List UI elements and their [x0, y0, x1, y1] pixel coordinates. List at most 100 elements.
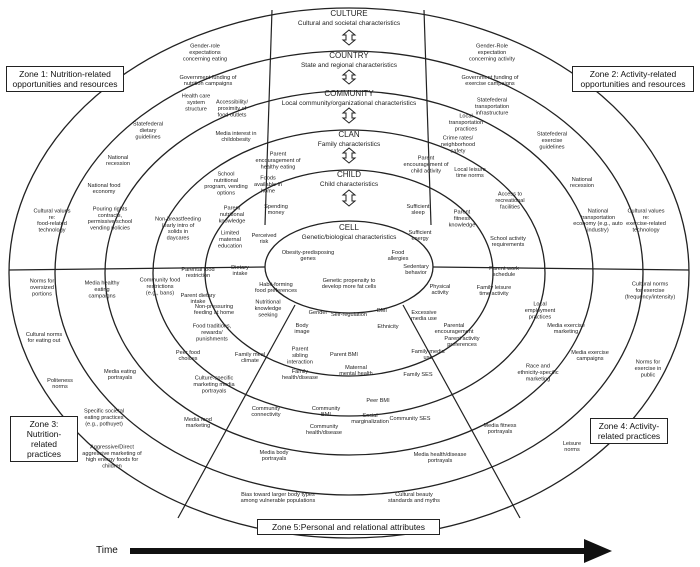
factor-label-l82: Community SES	[389, 416, 430, 422]
sector-dividers	[8, 9, 690, 519]
divider-top-right	[423, 9, 432, 226]
community-title: COMMUNITY	[324, 89, 374, 98]
factor-label-l54: Self-regulation	[331, 312, 367, 318]
divider-top-left	[264, 9, 273, 226]
factor-label-l67: Parent BMI	[330, 352, 358, 358]
time-label: Time	[96, 545, 118, 556]
arrow-child-cell	[341, 189, 357, 207]
divider-bottom-right	[402, 304, 521, 519]
factor-label-l53: Gender	[309, 310, 328, 316]
factor-label-l60: Food traditions,rewards/punishments	[193, 324, 232, 343]
country-subtitle: State and regional characteristics	[301, 62, 398, 69]
child-title: CHILD	[337, 170, 361, 179]
factor-label-l74: Family SES	[403, 372, 432, 378]
clan-title: CLAN	[338, 130, 360, 139]
time-arrow	[130, 539, 612, 563]
community-ring	[104, 90, 594, 456]
arrow-country-community	[341, 69, 357, 85]
layer-arrows	[341, 29, 357, 207]
culture-ring	[8, 7, 690, 539]
clan-ring	[152, 129, 546, 417]
cell-title: CELL	[339, 223, 360, 232]
country-title: COUNTRY	[329, 51, 369, 60]
zone-4-box: Zone 4: Activity-related practices	[590, 418, 668, 444]
divider-right	[432, 266, 690, 271]
clan-subtitle: Family characteristics	[318, 141, 381, 148]
divider-left	[8, 266, 266, 271]
factor-label-l80: Peer BMI	[366, 398, 390, 404]
zone-3-box: Zone 3: Nutrition-related practices	[10, 416, 78, 462]
arrow-community-clan	[341, 107, 357, 124]
country-ring	[54, 50, 644, 496]
factor-label-l55: BMI	[377, 308, 387, 314]
culture-subtitle: Cultural and societal characteristics	[298, 20, 401, 27]
arrow-culture-country	[341, 29, 357, 46]
layer-rings	[8, 7, 690, 539]
divider-bottom-left	[177, 304, 296, 519]
